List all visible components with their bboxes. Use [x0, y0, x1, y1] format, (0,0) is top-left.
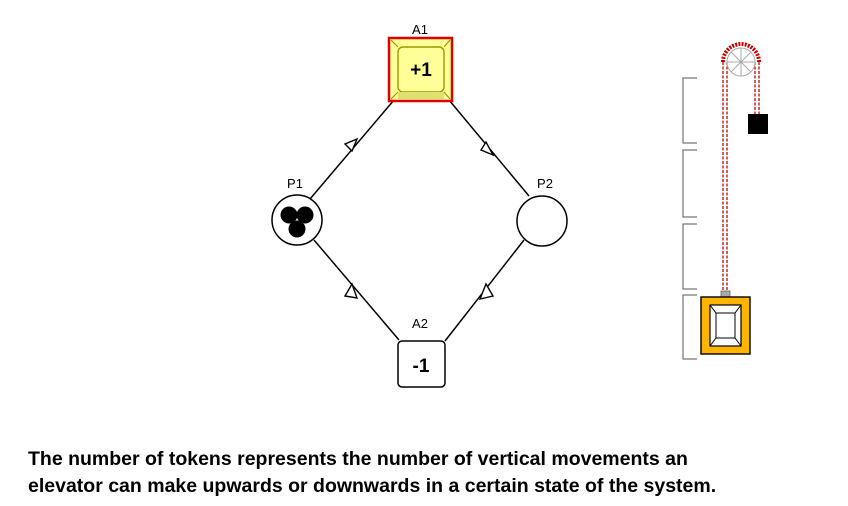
token	[288, 220, 306, 238]
cabin-bevel	[734, 304, 742, 314]
arrowhead-p2-a2	[478, 282, 495, 300]
place-p2-label: P2	[537, 176, 553, 191]
bevel-line	[390, 91, 399, 100]
caption-line-2: elevator can make upwards or downwards i…	[28, 475, 717, 497]
arrowhead-a1-p2	[479, 140, 495, 157]
bevel-bottom	[398, 92, 444, 99]
caption-line-1: The number of tokens represents the numb…	[28, 448, 688, 470]
floor-bracket-4	[682, 77, 697, 144]
floor-brackets	[682, 77, 697, 360]
chain-arc	[721, 42, 761, 63]
floor-bracket-3	[682, 149, 697, 218]
place-p1-label: P1	[287, 176, 303, 191]
token	[296, 206, 314, 224]
arrowheads	[343, 137, 495, 300]
elevator-illustration	[682, 42, 768, 360]
transition-a2-value: -1	[413, 356, 430, 377]
bevel-line	[443, 91, 451, 100]
floor-bracket-2	[682, 223, 697, 290]
bevel-line	[443, 39, 451, 48]
elevator-cabin	[700, 290, 751, 355]
cabin-bevel	[709, 337, 717, 347]
elevator-chain	[721, 42, 761, 296]
cabin-bevel	[709, 304, 717, 314]
place-p2-circle	[516, 195, 568, 247]
caption: The number of tokens represents the numb…	[28, 446, 838, 500]
pulley-wheel	[726, 47, 756, 77]
transition-a1-value: +1	[410, 60, 432, 81]
place-p1-tokens	[280, 206, 314, 238]
place-p1-circle	[271, 194, 323, 246]
place-p2: P2	[516, 176, 568, 247]
token	[280, 206, 298, 224]
transition-a1: +1 A1	[387, 22, 454, 103]
transition-a2: -1 A2	[397, 316, 446, 388]
arcs	[309, 99, 530, 342]
cabin-hook	[720, 290, 731, 298]
counterweight	[748, 114, 768, 134]
place-p1: P1	[271, 176, 323, 246]
floor-bracket-1	[682, 294, 697, 360]
arrowhead-p1-a1	[343, 137, 359, 153]
pulley-spoke	[730, 51, 752, 73]
transition-a2-label: A2	[412, 316, 428, 331]
cabin-door-inner	[715, 312, 736, 339]
arrowhead-a2-p1	[343, 282, 359, 299]
transition-a1-label: A1	[412, 22, 428, 37]
bevel-line	[390, 39, 399, 48]
transition-a2-box	[397, 340, 446, 388]
arc-a2-to-p1	[313, 239, 400, 341]
cabin-bevel	[734, 337, 742, 347]
